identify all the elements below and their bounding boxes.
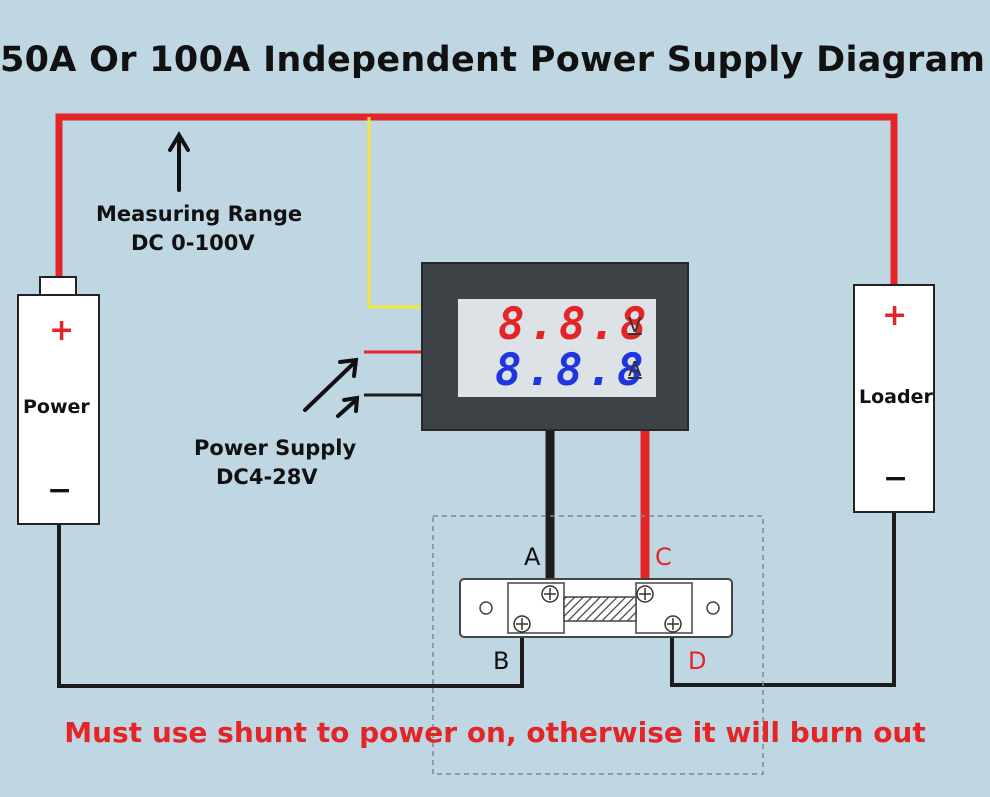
power-minus-sign: − (47, 473, 73, 508)
volt-amp-meter: 8.8.8 V 8.8.8 A (421, 262, 689, 431)
terminal-screw-b (513, 615, 531, 633)
measuring-range-label: Measuring Range DC 0-100V (96, 200, 302, 258)
shunt-resistor-element (563, 596, 637, 622)
power-supply-line1: Power Supply (194, 436, 357, 460)
shunt-enclosure (432, 515, 764, 775)
power-supply-label: Power Supply DC4-28V (194, 434, 356, 492)
terminal-screw-c (636, 585, 654, 603)
loader-plus-sign: + (882, 298, 908, 333)
current-unit: A (628, 357, 642, 381)
terminal-label-c: C (655, 543, 672, 571)
power-terminal-cap (39, 276, 77, 296)
terminal-label-a: A (524, 543, 541, 571)
measuring-range-arrow (168, 131, 190, 192)
wiring-graphics (55, 113, 898, 775)
measuring-range-line1: Measuring Range (96, 202, 303, 226)
warning-text: Must use shunt to power on, otherwise it… (64, 716, 926, 749)
terminal-label-d: D (688, 647, 707, 675)
shunt-mount-hole-right (706, 601, 720, 615)
loader-minus-sign: − (883, 461, 909, 496)
power-supply-arrows (303, 357, 360, 418)
meter-display: 8.8.8 V 8.8.8 A (458, 299, 656, 397)
measuring-range-line2: DC 0-100V (131, 231, 255, 255)
current-readout: 8.8.8 (495, 345, 648, 396)
terminal-label-b: B (493, 647, 510, 675)
power-label: Power (23, 396, 90, 418)
loader-block: + Loader − (853, 284, 935, 513)
power-negative-wire (57, 524, 524, 688)
wiring-diagram: 50A Or 100A Independent Power Supply Dia… (0, 40, 986, 775)
voltage-readout: 8.8.8 (498, 299, 651, 350)
power-plus-sign: + (49, 313, 75, 348)
shunt-mount-hole-left (479, 601, 493, 615)
terminal-screw-a (541, 585, 559, 603)
terminal-screw-d (664, 615, 682, 633)
loader-negative-wire (670, 512, 896, 687)
voltage-sense-wire (367, 117, 423, 309)
loader-label: Loader (859, 386, 933, 408)
positive-bus-wire (55, 113, 898, 285)
diagram-title: 50A Or 100A Independent Power Supply Dia… (0, 40, 986, 80)
voltage-unit: V (628, 313, 642, 337)
power-supply-line2: DC4-28V (216, 465, 318, 489)
power-block: + Power − (17, 294, 100, 525)
